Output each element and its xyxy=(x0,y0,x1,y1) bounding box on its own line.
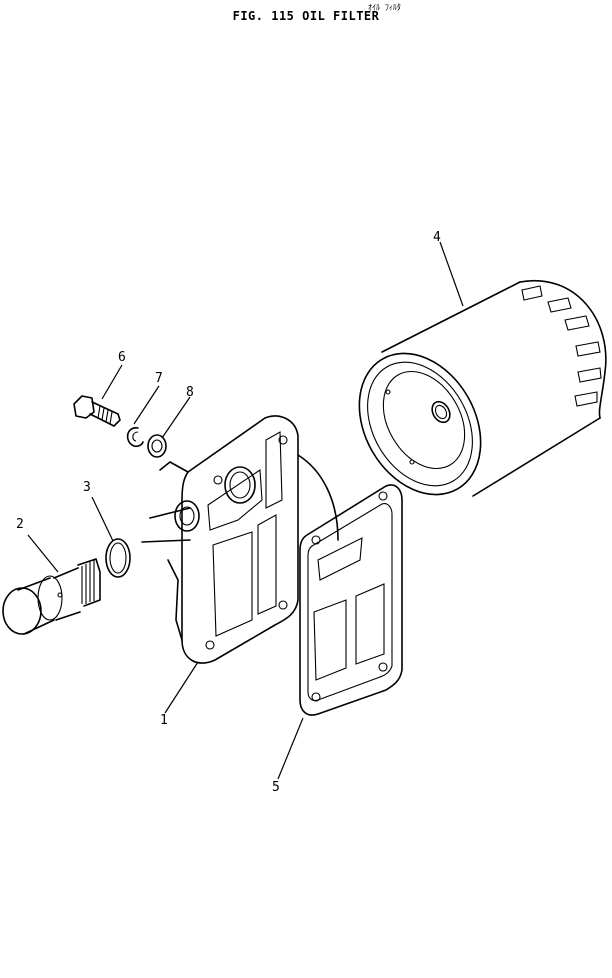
callout-7: 7 xyxy=(155,371,163,386)
leader-lines xyxy=(27,241,464,780)
bolt xyxy=(73,395,121,427)
gasket xyxy=(299,484,403,716)
filter-head-bracket xyxy=(141,415,339,664)
callout-4: 4 xyxy=(433,230,441,245)
callout-6: 6 xyxy=(118,350,126,365)
figure-title: FIG. 115 OIL FILTER xyxy=(232,9,380,23)
callout-3: 3 xyxy=(83,480,91,495)
callout-5: 5 xyxy=(272,780,280,795)
callout-1: 1 xyxy=(160,713,168,728)
o-ring xyxy=(105,538,131,578)
washer xyxy=(147,434,167,458)
banjo-fitting xyxy=(2,558,101,635)
callout-labels: 1 2 3 4 5 6 7 8 xyxy=(16,230,441,795)
spring-washer xyxy=(126,427,144,448)
callout-2: 2 xyxy=(16,517,24,532)
figure-subtitle-jp: ｵｲﾙ ﾌｨﾙﾀ xyxy=(368,3,401,12)
oil-filter-cartridge xyxy=(358,279,607,497)
callout-8: 8 xyxy=(186,385,194,400)
